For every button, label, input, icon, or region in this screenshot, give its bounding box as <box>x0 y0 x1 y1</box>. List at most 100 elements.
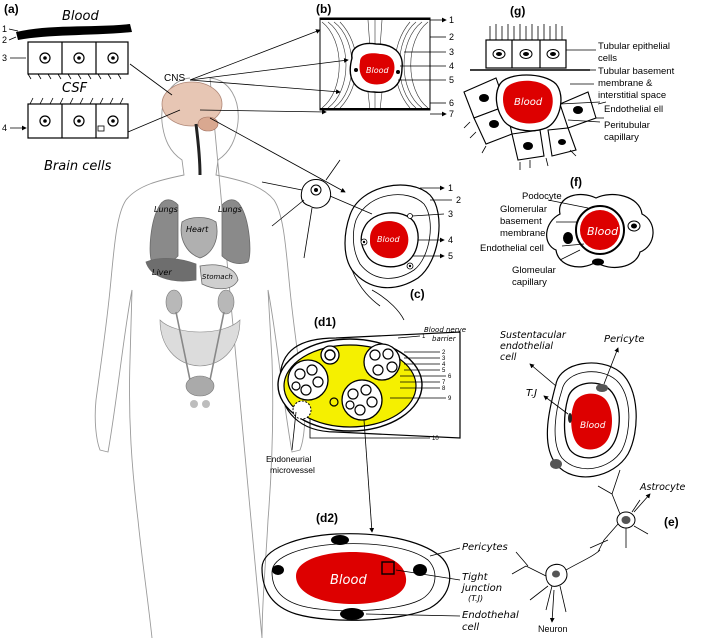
panel-e-tj-mark <box>568 413 572 423</box>
panel-c-num-2: 2 <box>456 195 461 205</box>
panel-d1-num-1: 1 <box>422 334 426 340</box>
panel-b-nucleus <box>354 68 358 72</box>
panel-d2-inner <box>271 543 436 612</box>
panel-c-tail <box>351 269 405 321</box>
panel-a-cell-row-bottom <box>27 97 129 139</box>
panel-f-glomerular-basement-1: Glomerular <box>500 204 547 215</box>
intestines <box>159 319 241 367</box>
panel-a-pointers <box>8 28 26 128</box>
panel-a-blood-title: Blood <box>62 9 99 24</box>
panel-d2-tight-junction <box>381 561 395 575</box>
panel-d2-pericyte-top <box>331 535 349 545</box>
lung-right <box>221 199 251 264</box>
panel-g: (g) Blood <box>463 4 675 170</box>
panel-d1-num-3: 3 <box>442 356 446 362</box>
panel-b-num-4: 4 <box>449 61 454 71</box>
panel-a-csf-title: CSF <box>62 81 88 96</box>
cns-label: CNS <box>164 73 185 84</box>
panel-d1-num-5: 5 <box>442 368 446 374</box>
panel-d2-tight-1: Tight <box>462 572 489 583</box>
panel-g-blood <box>503 80 553 124</box>
panel-a-label: (a) <box>4 2 19 16</box>
panel-a: (a) Blood CSF Brain cells 1 2 3 <box>2 2 181 174</box>
panel-f-glomerular-capillary-1: Glomeular <box>512 265 556 276</box>
panel-e-label: (e) <box>664 515 679 529</box>
panel-g-epithelium <box>470 24 590 71</box>
panel-c-num-1: 1 <box>448 183 453 193</box>
panel-g-tubular-basement-2: membrane & <box>598 78 653 89</box>
panel-e-endothelial-nucleus <box>550 459 562 469</box>
panel-d2-outer <box>261 533 451 621</box>
panel-e-mid <box>554 371 630 470</box>
cns-to-panel-b-arrows <box>189 29 349 193</box>
panel-c-blood-text: Blood <box>377 235 401 244</box>
panel-e-astrocyte <box>589 469 649 553</box>
panel-b-num-7: 7 <box>449 109 454 119</box>
stomach-label: Stomach <box>202 273 233 281</box>
panel-d2-endothelial-1: Endothehal <box>462 610 519 621</box>
panel-g-endothelial: Endothelial ell <box>604 104 663 115</box>
brain-shape <box>161 81 223 127</box>
panel-e-outer <box>546 362 637 478</box>
panel-f: (f) Blood Podocyte Glomerular basement m… <box>480 175 654 288</box>
panel-d1-num-4: 4 <box>442 362 446 368</box>
kidney-right <box>217 289 235 315</box>
panel-b-num-5: 5 <box>449 75 454 85</box>
panel-d2-tight-3: (T.J) <box>468 594 483 603</box>
panel-b-blood-text: Blood <box>366 66 390 75</box>
panel-d1-num-9: 9 <box>448 396 452 402</box>
panel-c-num-3: 3 <box>448 209 453 219</box>
panel-c-leaders <box>411 185 452 259</box>
human-body: CNS Lungs Lungs Heart Liver Stomach <box>94 73 306 638</box>
panel-d2-leaders <box>365 547 461 617</box>
panel-d1-endoneurial-2: microvessel <box>270 465 315 475</box>
panel-d2-pericytes: Pericytes <box>462 542 508 553</box>
panel-g-peritubular-1: Peritubular <box>604 120 650 131</box>
panel-e: Blood Sustentacular endothelial cell Per… <box>500 330 685 634</box>
panel-d1-endoneurial-vessel <box>292 400 312 420</box>
panel-f-glomerular-capillary-2: capillary <box>512 277 547 288</box>
panel-f-endothelial: Endothelial cell <box>480 243 544 254</box>
panel-a-brain-title: Brain cells <box>44 159 112 174</box>
panel-e-blood <box>571 393 612 450</box>
panel-d2-endothelial-nucleus <box>340 608 364 620</box>
panel-d1-label: (d1) <box>314 315 336 329</box>
organ-small-right <box>202 400 210 408</box>
panel-d2-pericyte-left <box>272 565 284 575</box>
panel-f-blood <box>580 210 620 250</box>
panel-e-sustentacular-2: endothelial <box>500 341 553 352</box>
panel-c-label: (c) <box>410 287 425 301</box>
panel-b-blood <box>359 53 395 85</box>
panel-f-nucleus-left <box>563 232 573 244</box>
panel-g-label: (g) <box>510 4 525 18</box>
panel-c: Blood 1 2 3 4 5 (c) <box>261 159 461 321</box>
panel-f-glomerular-basement-2: basement <box>500 216 542 227</box>
panel-a-membrane <box>16 24 132 40</box>
panel-g-blood-text: Blood <box>514 97 543 108</box>
panel-d2-endothelial-2: cell <box>462 622 479 633</box>
panel-e-leaders <box>529 347 651 623</box>
panel-d1-bnb-2: barrier <box>432 335 457 343</box>
panel-b: (b) Blood 1 2 3 4 5 6 <box>189 2 454 193</box>
heart-shape <box>180 217 218 259</box>
liver-label: Liver <box>152 268 172 277</box>
panel-d2-blood <box>296 552 407 604</box>
panel-e-pericyte-nucleus <box>596 384 608 392</box>
panel-d1-num-7: 7 <box>442 380 446 386</box>
panel-a-num-1: 1 <box>2 24 7 34</box>
panel-c-outer-1 <box>344 184 440 289</box>
panel-g-leaders <box>559 49 601 123</box>
panel-a-connector-brain <box>127 109 181 133</box>
panel-f-label: (f) <box>570 175 582 189</box>
panel-e-pericyte: Pericyte <box>604 334 645 345</box>
panel-g-tubular-epithelial-2: cells <box>598 53 617 64</box>
panel-c-outer-2 <box>352 194 431 279</box>
panel-f-nucleus-bottom <box>592 258 604 266</box>
panel-e-neuron-label: Neuron <box>538 624 568 634</box>
panel-d1-leaders <box>291 335 446 451</box>
panel-b-num-1: 1 <box>449 15 454 25</box>
spinal-cord <box>194 123 202 176</box>
panel-d2-label: (d2) <box>316 511 338 525</box>
liver-shape <box>145 258 197 282</box>
panel-c-blood <box>370 221 409 259</box>
